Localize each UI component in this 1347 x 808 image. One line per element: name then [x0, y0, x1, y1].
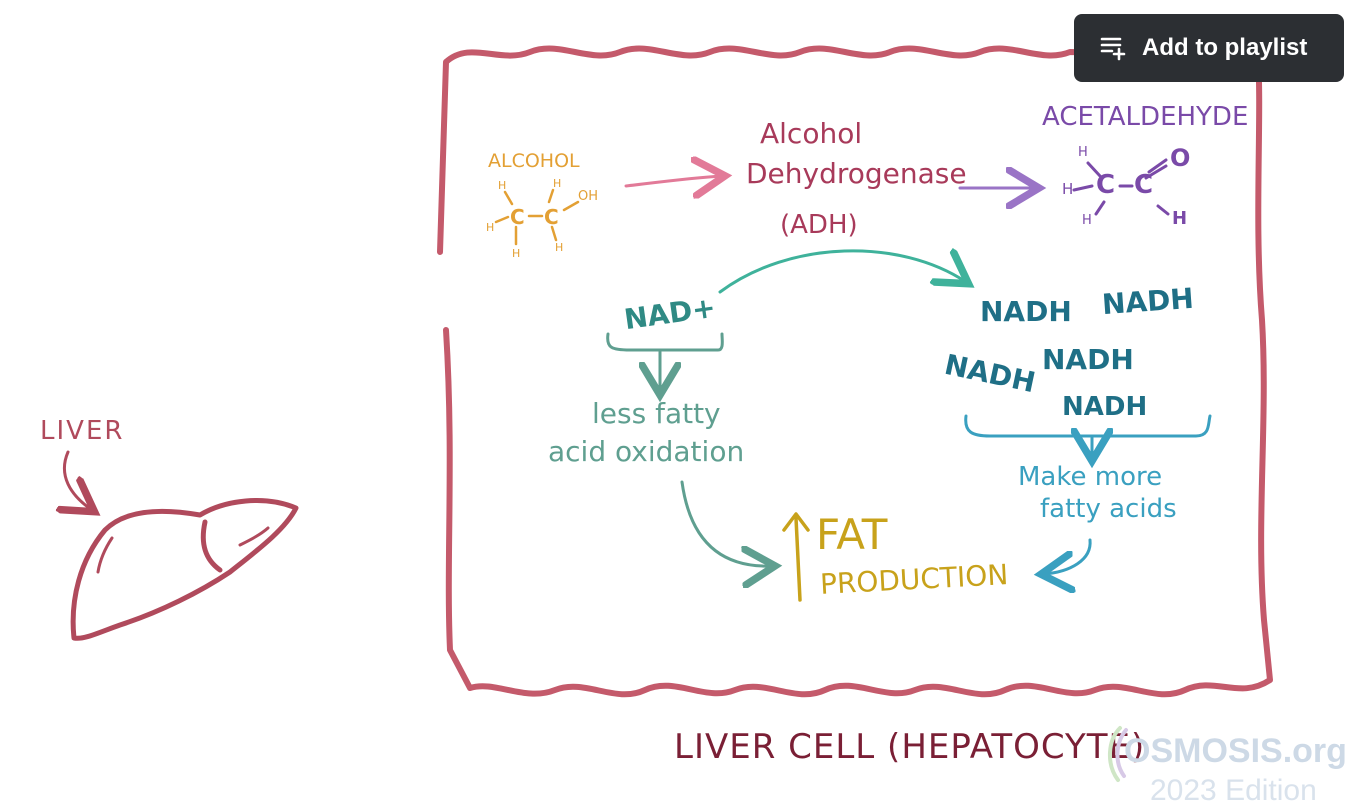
alcohol-structure-bonds: [494, 188, 580, 246]
more-to-fat-arrow: [1044, 538, 1092, 574]
alcohol-to-adh-arrow: [624, 176, 722, 186]
osmosis-brand: OSMOSIS.org: [1124, 732, 1347, 770]
fat-label: FAT: [816, 510, 888, 559]
less-fatty-line2: acid oxidation: [548, 435, 745, 468]
acetaldehyde-structure-bonds: [1072, 158, 1170, 216]
nadh-label-2: NADH: [1100, 281, 1195, 322]
nadh-label-4: NADH: [1042, 343, 1134, 376]
diagram-canvas: [0, 45, 1273, 698]
liver-cell-caption: LIVER CELL (HEPATOCYTE): [674, 727, 1146, 767]
acetaldehyde-c2: C: [1134, 170, 1154, 200]
fat-up-arrow: [794, 516, 802, 602]
liver-organ-drawing: [70, 498, 299, 641]
alcohol-c2: C: [544, 205, 559, 229]
make-more-line1: Make more: [1018, 462, 1163, 492]
liver-label: LIVER: [40, 416, 125, 446]
acetaldehyde-h-left: H: [1062, 180, 1074, 198]
enzyme-name-line1: Alcohol: [760, 117, 863, 150]
acetaldehyde-label: ACETALDEHYDE: [1042, 102, 1249, 132]
alcohol-c1: C: [510, 205, 525, 229]
osmosis-logo-icon: [1108, 726, 1128, 782]
enzyme-name-line2: Dehydrogenase: [746, 157, 967, 190]
less-fatty-line1: less fatty: [592, 397, 721, 430]
make-more-line2: fatty acids: [1040, 494, 1177, 524]
acetaldehyde-h-bottom-left: H: [1082, 213, 1092, 228]
acetaldehyde-h-bottom-right: H: [1172, 208, 1188, 229]
alcohol-h-bottom-left: H: [512, 247, 521, 260]
nad-bracket: [606, 332, 724, 352]
alcohol-h-bottom-right: H: [555, 241, 564, 254]
nad-to-nadh-arrow: [718, 251, 966, 294]
acetaldehyde-h-top: H: [1078, 145, 1088, 160]
add-to-playlist-button[interactable]: Add to playlist: [1074, 14, 1344, 82]
alcohol-h-left: H: [486, 221, 495, 234]
liver-pointer-arrow: [64, 450, 92, 510]
alcohol-oh: OH: [578, 189, 599, 204]
alcohol-h-top-right: H: [553, 177, 562, 190]
fat-up-arrowhead: [782, 512, 810, 532]
acetaldehyde-c1: C: [1096, 170, 1116, 200]
nadh-label-5: NADH: [1062, 392, 1148, 422]
nadh-label-1: NADH: [980, 295, 1072, 328]
oxidation-to-fat-arrow: [680, 480, 772, 566]
alcohol-h-top-left: H: [498, 179, 507, 192]
add-to-playlist-label: Add to playlist: [1142, 34, 1308, 61]
acetaldehyde-o: O: [1170, 144, 1191, 172]
osmosis-edition: 2023 Edition: [1150, 774, 1317, 807]
osmosis-watermark: OSMOSIS.org 2023 Edition: [1100, 724, 1347, 807]
enzyme-abbreviation: (ADH): [780, 210, 858, 240]
cell-membrane: [437, 45, 1273, 698]
alcohol-label: ALCOHOL: [488, 150, 580, 172]
playlist-add-icon: [1100, 37, 1126, 61]
